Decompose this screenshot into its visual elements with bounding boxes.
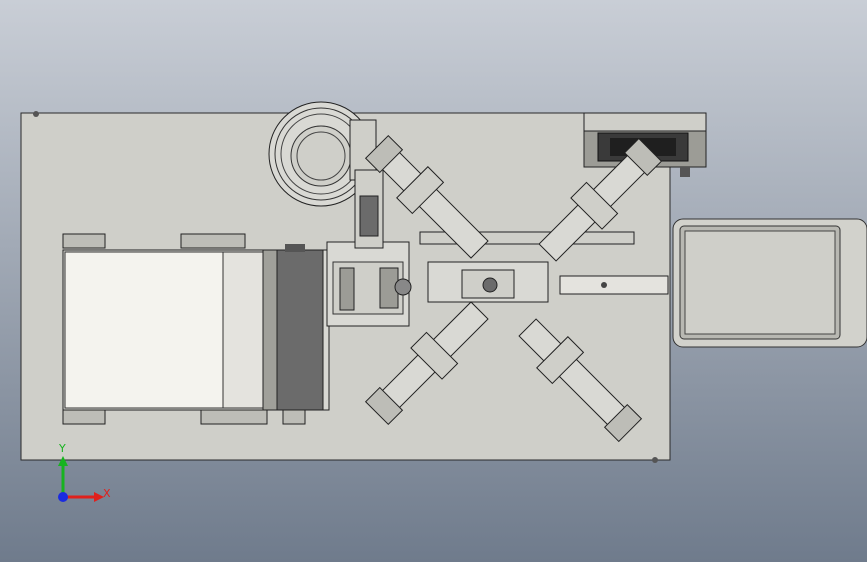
triad-y-label: Y bbox=[59, 442, 66, 455]
cylinder-lower-right[interactable] bbox=[512, 312, 646, 446]
cylinder-upper-right[interactable] bbox=[532, 134, 666, 268]
wire-reel[interactable] bbox=[268, 101, 377, 207]
coordinate-triad bbox=[58, 456, 104, 502]
cylinder-upper-left[interactable] bbox=[361, 131, 495, 265]
cylinder-lower-left[interactable] bbox=[361, 295, 495, 429]
control-panel-screen[interactable] bbox=[672, 218, 867, 348]
triad-x-label: X bbox=[103, 487, 111, 500]
feeder-station[interactable] bbox=[326, 169, 412, 327]
conveyor-brackets bbox=[62, 233, 306, 425]
belt-conveyor[interactable] bbox=[62, 244, 330, 411]
